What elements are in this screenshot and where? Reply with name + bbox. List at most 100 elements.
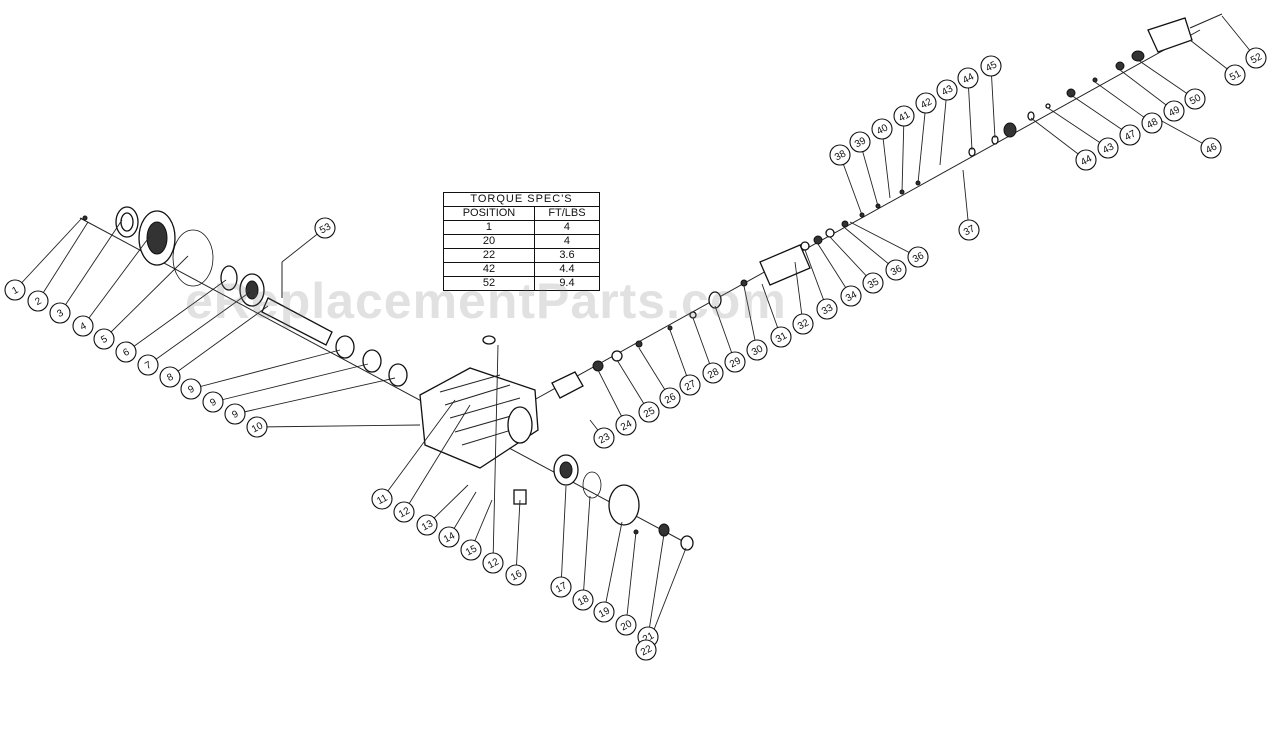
callout-leader-line bbox=[1070, 94, 1131, 136]
callout-circle bbox=[593, 427, 615, 449]
callout-circle bbox=[915, 92, 937, 114]
callout-number: 13 bbox=[420, 518, 435, 533]
callout-bubble: 33 bbox=[816, 298, 838, 320]
callout-bubble: 20 bbox=[615, 614, 637, 636]
part-ring-49 bbox=[1115, 61, 1125, 71]
callout-bubbles: 1234567899910111213141512161718192021222… bbox=[4, 47, 1267, 661]
callout-circle bbox=[840, 285, 862, 307]
callout-bubble: 36 bbox=[907, 246, 929, 268]
callout-bubble: 39 bbox=[849, 131, 871, 153]
callout-bubble: 44 bbox=[957, 67, 979, 89]
callout-circle bbox=[180, 378, 202, 400]
pump-crankcase bbox=[419, 335, 539, 505]
callout-circle bbox=[1224, 64, 1246, 86]
torque-value-cell: 4 bbox=[533, 220, 601, 235]
callout-number: 23 bbox=[597, 431, 612, 446]
callout-bubble: 4 bbox=[72, 315, 94, 337]
callout-number: 38 bbox=[833, 148, 848, 163]
callout-bubble: 53 bbox=[314, 217, 336, 239]
callout-circle bbox=[137, 354, 159, 376]
part-end-bolt bbox=[680, 535, 694, 551]
callout-circle bbox=[936, 79, 958, 101]
callout-bubble: 41 bbox=[893, 105, 915, 127]
callout-circle bbox=[371, 488, 393, 510]
callout-number: 25 bbox=[642, 405, 657, 420]
table-row: 52 9.4 bbox=[443, 276, 601, 291]
callout-circle bbox=[679, 374, 701, 396]
callout-number: 14 bbox=[442, 530, 457, 545]
callout-number: 52 bbox=[1249, 51, 1264, 66]
callout-circle bbox=[615, 414, 637, 436]
callout-number: 8 bbox=[165, 372, 175, 385]
part-unloader-block bbox=[1147, 17, 1193, 53]
callout-bubble: 27 bbox=[679, 374, 701, 396]
callout-circle bbox=[792, 313, 814, 335]
part-crankcase-fins bbox=[439, 374, 529, 446]
callout-bubble: 9 bbox=[180, 378, 202, 400]
callout-bubble: 19 bbox=[593, 601, 615, 623]
part-ring-48 bbox=[1092, 77, 1098, 83]
callout-circle bbox=[4, 279, 26, 301]
callout-bubble: 17 bbox=[550, 576, 572, 598]
part-piston bbox=[551, 371, 584, 399]
callout-leader-line bbox=[1030, 117, 1087, 161]
callout-bubble: 1 bbox=[4, 279, 26, 301]
callout-number: 37 bbox=[962, 223, 977, 238]
part-crankcase-body bbox=[419, 367, 539, 469]
callout-number: 12 bbox=[486, 556, 501, 571]
callout-bubble: 32 bbox=[792, 313, 814, 335]
callout-circle bbox=[314, 217, 336, 239]
callout-number: 27 bbox=[683, 378, 698, 393]
callout-bubble: 48 bbox=[1141, 112, 1163, 134]
right-axis-line bbox=[524, 29, 1201, 406]
part-ring-36 bbox=[825, 228, 835, 238]
part-ring-27 bbox=[667, 325, 673, 331]
callout-number: 45 bbox=[984, 59, 999, 74]
callout-number: 9 bbox=[230, 409, 240, 422]
part-crankshaft bbox=[261, 297, 333, 346]
callout-number: 30 bbox=[750, 343, 765, 358]
callout-bubble: 30 bbox=[746, 339, 768, 361]
callout-circle bbox=[1141, 112, 1163, 134]
callout-leader-line bbox=[582, 495, 591, 601]
callout-number: 36 bbox=[911, 250, 926, 265]
table-row: 20 4 bbox=[443, 234, 601, 249]
callout-circle bbox=[849, 131, 871, 153]
callout-bubble: 51 bbox=[1224, 64, 1246, 86]
callout-bubble: 31 bbox=[770, 326, 792, 348]
callout-circle bbox=[460, 539, 482, 561]
callout-circle bbox=[829, 144, 851, 166]
torque-position-cell: 1 bbox=[443, 220, 535, 235]
callout-circle bbox=[202, 391, 224, 413]
callout-leader-line bbox=[515, 499, 521, 576]
callout-number: 39 bbox=[853, 135, 868, 150]
callout-circle bbox=[958, 219, 980, 241]
callout-bubble: 38 bbox=[829, 144, 851, 166]
callout-leader-line bbox=[1119, 69, 1175, 112]
part-bolt-52 bbox=[1189, 13, 1223, 29]
callout-number: 19 bbox=[597, 605, 612, 620]
callout-leader-line bbox=[839, 154, 863, 216]
callout-bubble: 12 bbox=[482, 552, 504, 574]
part-end-cover bbox=[608, 484, 640, 526]
callout-bubble: 22 bbox=[635, 639, 657, 661]
callout-circle bbox=[638, 401, 660, 423]
callout-circle bbox=[770, 326, 792, 348]
callout-bubble: 40 bbox=[871, 118, 893, 140]
callout-number: 20 bbox=[619, 618, 634, 633]
callout-leader-line bbox=[190, 349, 341, 390]
part-bearing-center bbox=[245, 280, 259, 300]
callout-number: 51 bbox=[1228, 68, 1243, 83]
callout-bubble: 9 bbox=[202, 391, 224, 413]
callout-bubble: 5 bbox=[93, 328, 115, 350]
callout-bubble: 35 bbox=[862, 272, 884, 294]
table-row: 22 3.6 bbox=[443, 248, 601, 263]
callout-bubble: 13 bbox=[416, 514, 438, 536]
callout-circle bbox=[957, 67, 979, 89]
callout-number: 53 bbox=[318, 221, 333, 236]
callout-leader-line bbox=[103, 255, 189, 340]
callout-bubble: 6 bbox=[115, 341, 137, 363]
torque-value-cell: 4 bbox=[533, 234, 601, 249]
callout-number: 16 bbox=[509, 568, 524, 583]
callout-number: 18 bbox=[576, 593, 591, 608]
